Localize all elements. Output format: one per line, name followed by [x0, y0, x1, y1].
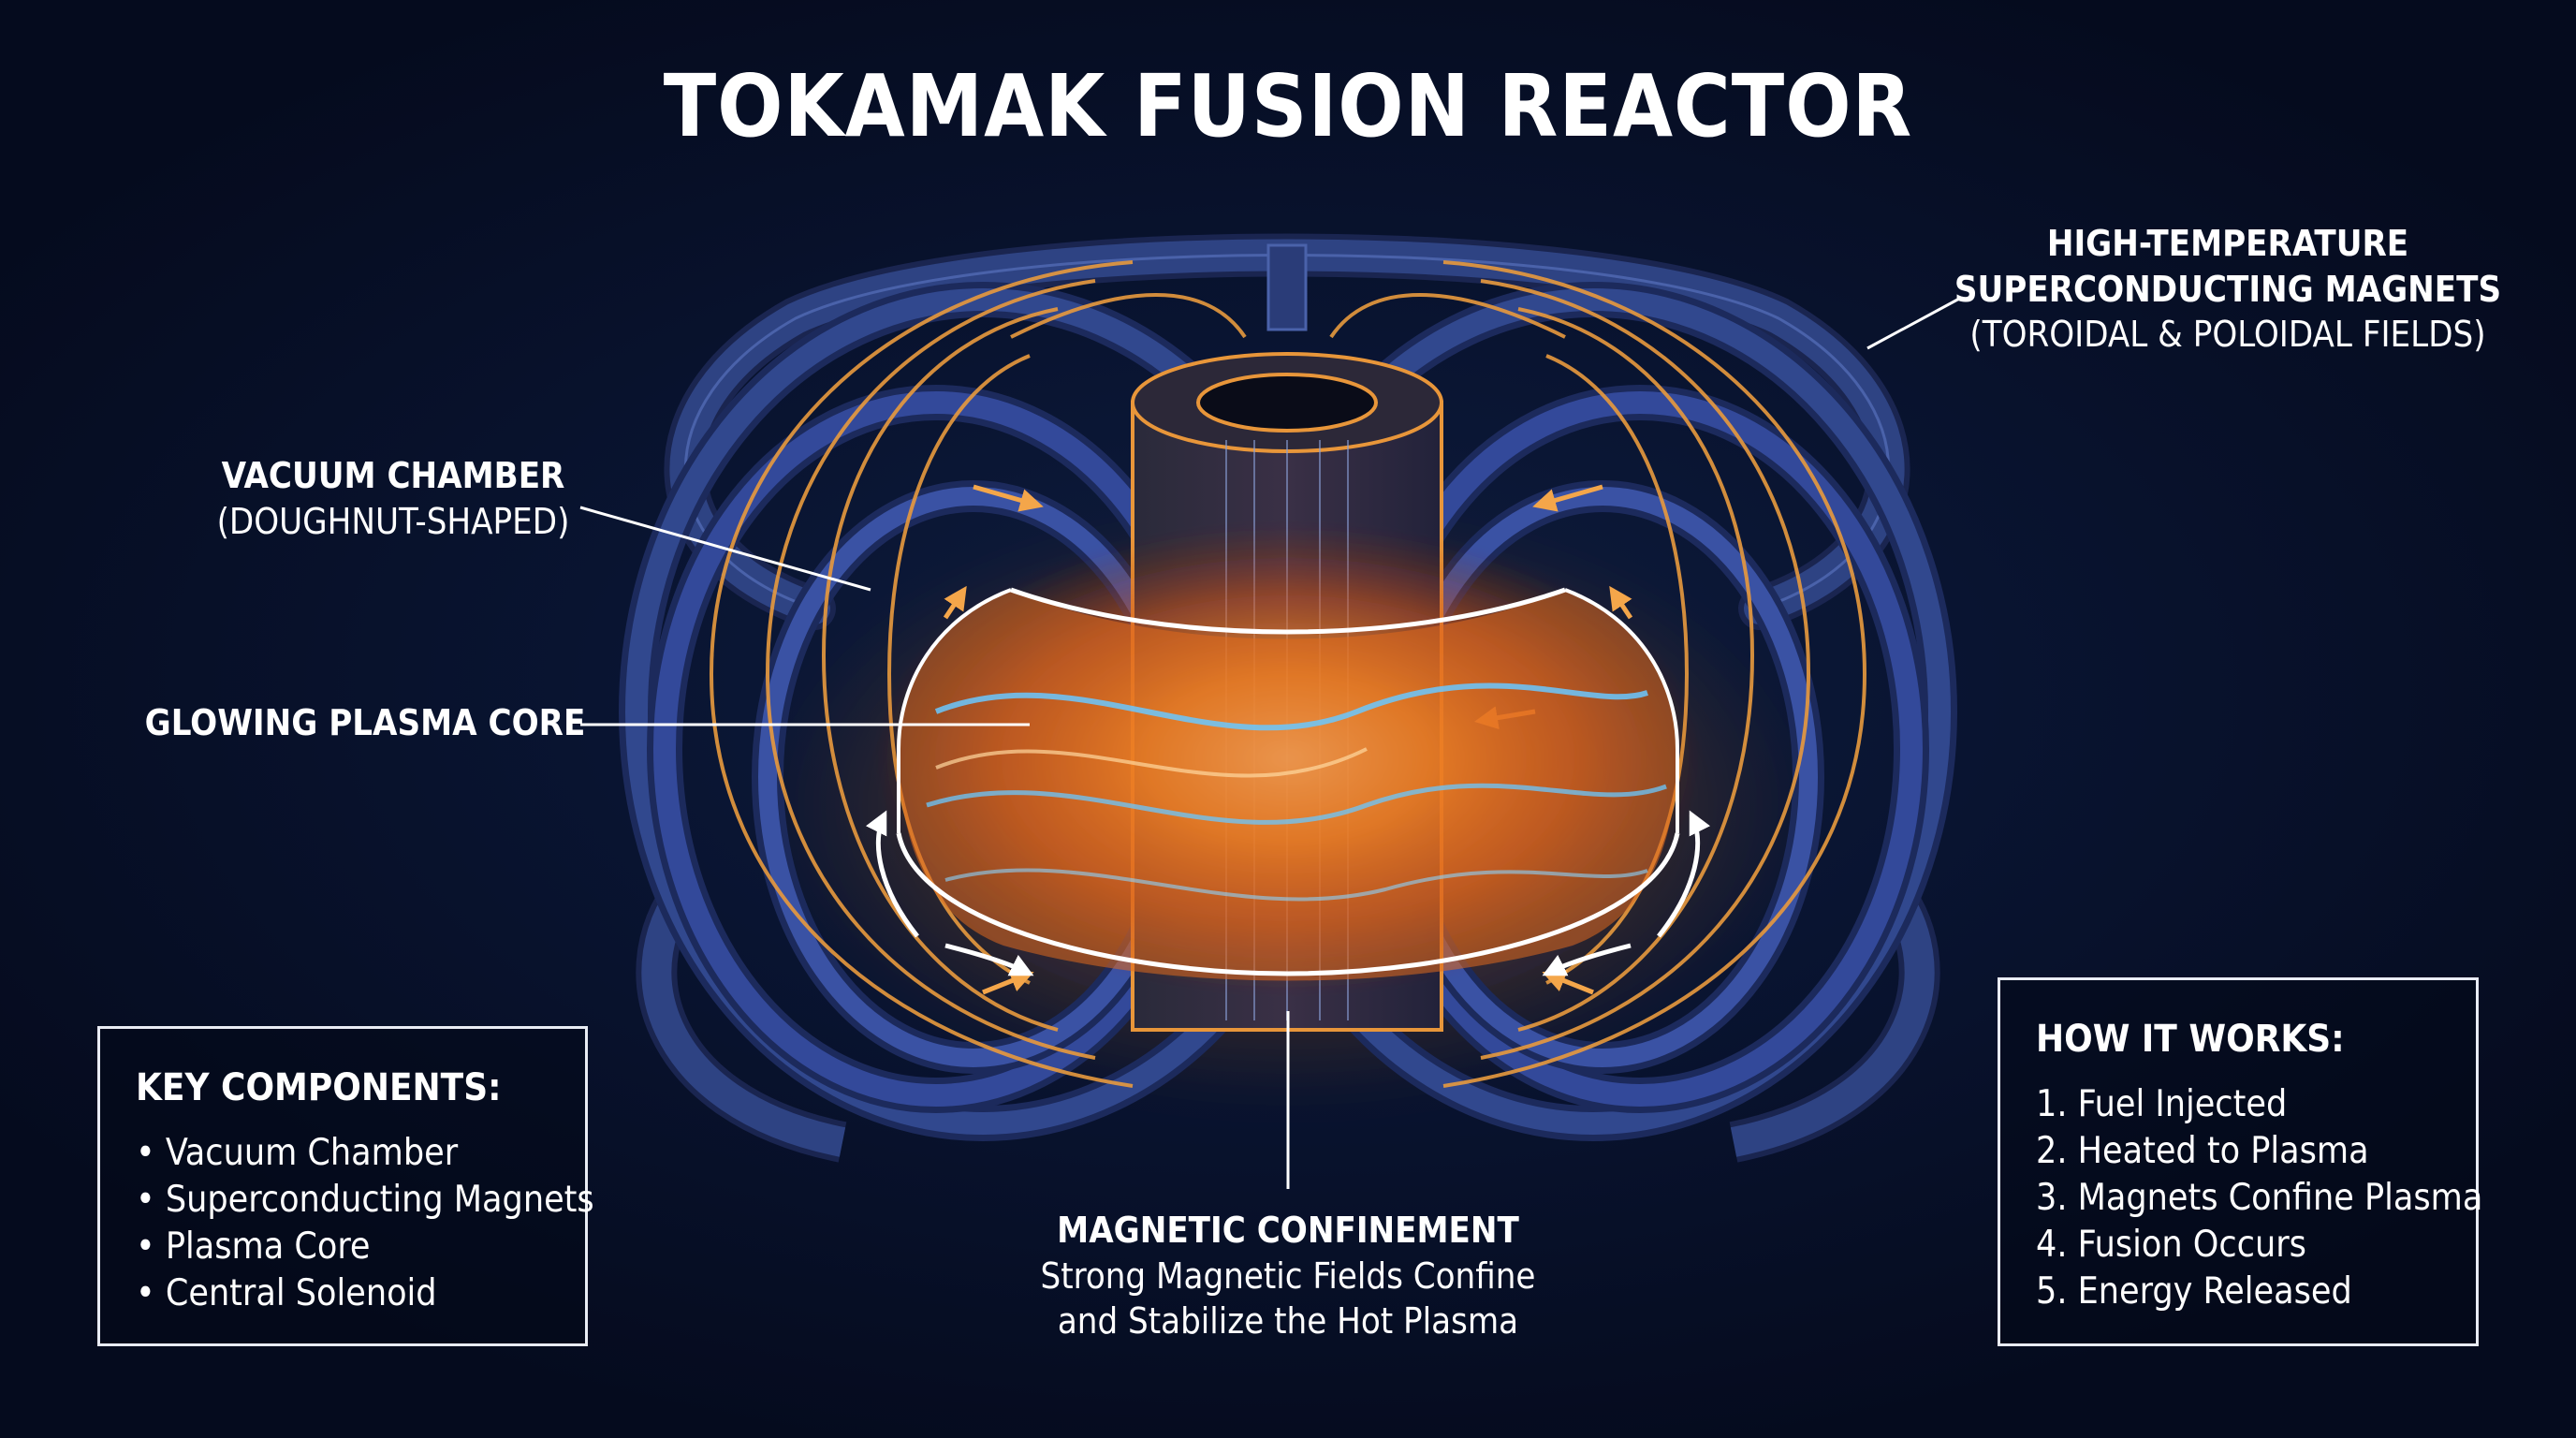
vacuum-chamber-label: VACUUM CHAMBER (DOUGHNUT-SHAPED) [168, 453, 618, 544]
list-item: 1. Fuel Injected [2036, 1083, 2288, 1125]
how-it-works-heading: HOW IT WORKS: [2036, 1018, 2345, 1061]
poloidal-ring-top [664, 233, 1910, 630]
list-item: 5. Energy Released [2036, 1270, 2352, 1313]
magnetic-field-lines [709, 260, 1867, 1088]
list-item: • Plasma Core [136, 1225, 371, 1268]
key-components-heading: KEY COMPONENTS: [136, 1066, 502, 1109]
magnetic-confinement-label: MAGNETIC CONFINEMENT Strong Magnetic Fie… [1007, 1208, 1569, 1344]
plasma-core [876, 524, 1700, 992]
how-it-works-box: HOW IT WORKS: 1. Fuel Injected 2. Heated… [1998, 977, 2483, 1346]
magnets-label-line3: (TOROIDAL & POLOIDAL FIELDS) [1969, 314, 2486, 356]
vacuum-chamber-label-line1: VACUUM CHAMBER [221, 455, 565, 496]
confinement-line1: Strong Magnetic Fields Confine [1040, 1255, 1536, 1297]
confinement-title: MAGNETIC CONFINEMENT [1057, 1210, 1519, 1251]
magnets-label: HIGH-TEMPERATURE SUPERCONDUCTING MAGNETS… [1928, 221, 2527, 358]
vacuum-chamber-label-line2: (DOUGHNUT-SHAPED) [216, 500, 570, 542]
list-item: 2. Heated to Plasma [2036, 1130, 2369, 1172]
confinement-line2: and Stabilize the Hot Plasma [1057, 1300, 1519, 1343]
how-it-works-list: 1. Fuel Injected 2. Heated to Plasma 3. … [2036, 1081, 2483, 1315]
list-item: • Central Solenoid [136, 1272, 437, 1314]
magnets-label-line1: HIGH-TEMPERATURE [2046, 223, 2409, 264]
plasma-core-label: GLOWING PLASMA CORE [140, 700, 590, 746]
magnets-label-line2: SUPERCONDUCTING MAGNETS [1954, 268, 2502, 310]
field-arrows-white [865, 810, 1711, 976]
key-components-box: KEY COMPONENTS: • Vacuum Chamber • Super… [97, 1026, 594, 1346]
plasma-core-label-text: GLOWING PLASMA CORE [144, 702, 586, 743]
list-item: 3. Magnets Confine Plasma [2036, 1177, 2483, 1219]
list-item: 4. Fusion Occurs [2036, 1224, 2306, 1266]
list-item: • Superconducting Magnets [136, 1179, 594, 1221]
leader-lines [579, 296, 1962, 1189]
key-components-list: • Vacuum Chamber • Superconducting Magne… [136, 1130, 594, 1317]
page-title: TOKAMAK FUSION REACTOR [663, 56, 1913, 156]
toroidal-coils-right [1229, 282, 1957, 1141]
list-item: • Vacuum Chamber [136, 1132, 459, 1174]
